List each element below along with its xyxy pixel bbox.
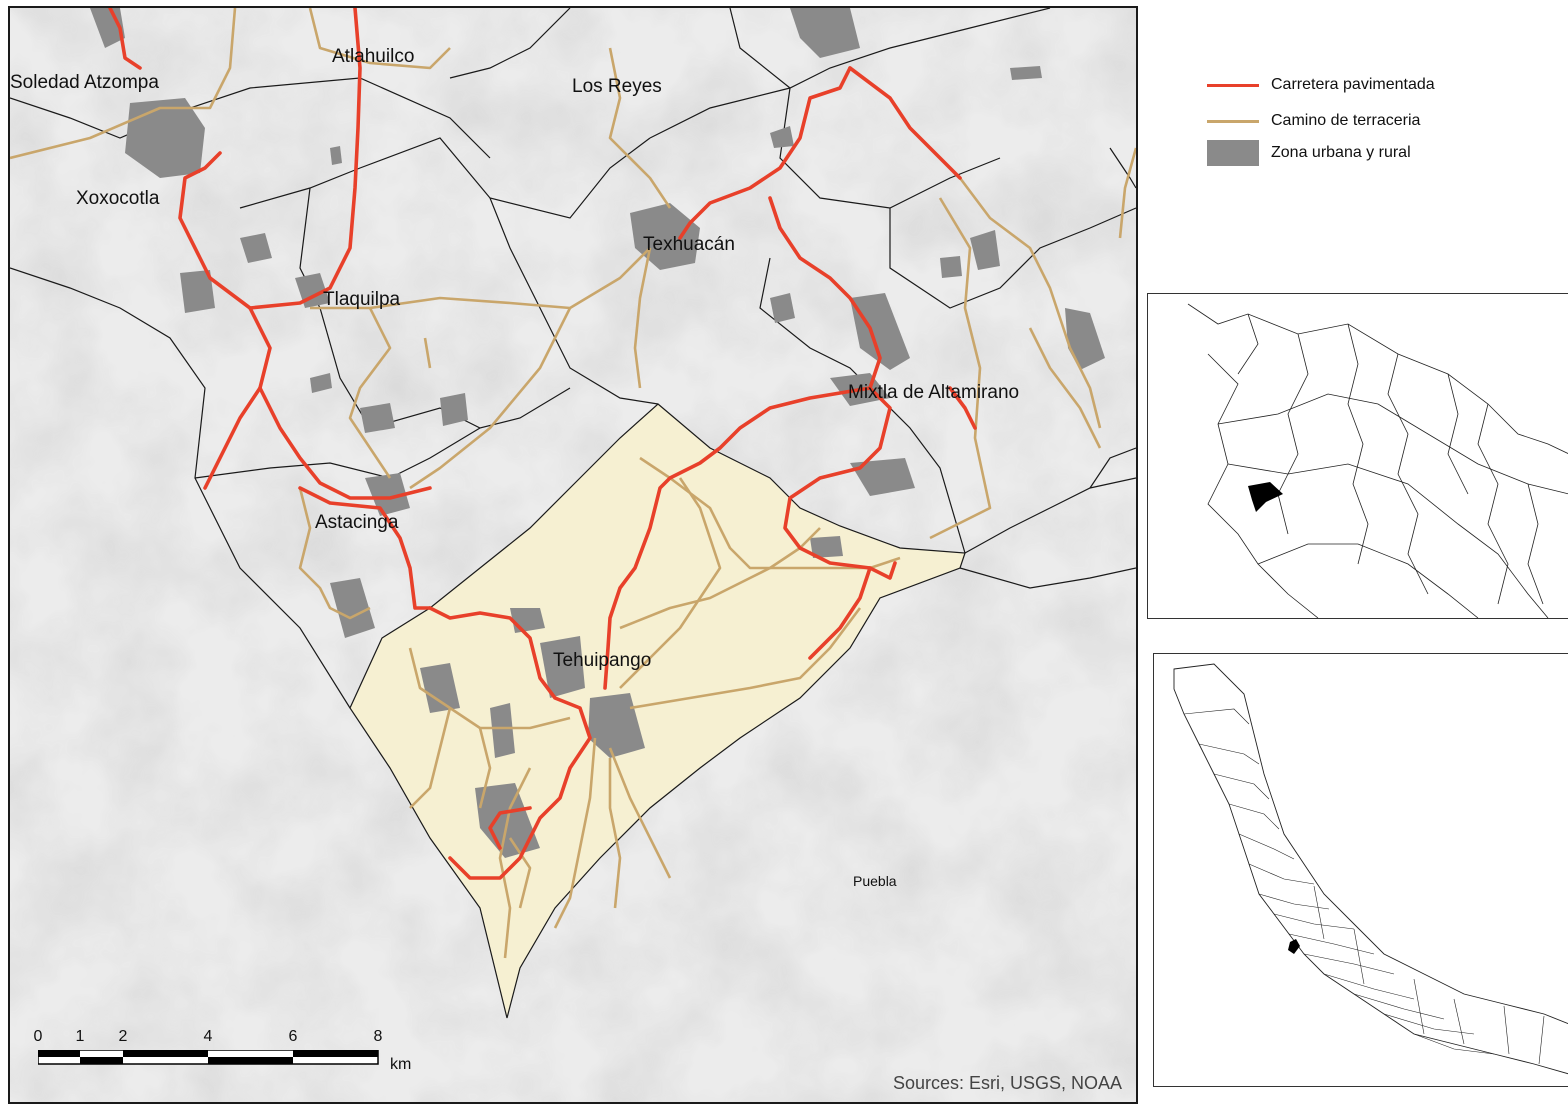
label-puebla: Puebla: [853, 873, 897, 889]
legend-item-dirt-road: Camino de terraceria: [1205, 108, 1420, 134]
label-soledad-atzompa: Soledad Atzompa: [10, 72, 159, 93]
scale-tick-6: 6: [288, 1028, 298, 1045]
regional-outline: [1187, 303, 1568, 618]
main-map[interactable]: Soledad Atzompa Atlahuilco Los Reyes Xox…: [8, 6, 1138, 1104]
scale-tick-4: 4: [203, 1028, 213, 1045]
scale-tick-1: 1: [75, 1028, 85, 1045]
inset-highlight-tehuipango: [1288, 939, 1300, 954]
label-atlahuilco: Atlahuilco: [332, 46, 414, 67]
label-texhuacan: Texhuacán: [643, 234, 735, 255]
scale-tick-2: 2: [118, 1028, 128, 1045]
inset-map-state[interactable]: [1153, 653, 1568, 1087]
legend-label: Zona urbana y rural: [1271, 144, 1411, 161]
legend-item-paved-road: Carretera pavimentada: [1205, 72, 1435, 98]
urban-rural-zones: [90, 8, 1105, 858]
map-canvas: Soledad Atzompa Atlahuilco Los Reyes Xox…: [10, 8, 1136, 1102]
label-los-reyes: Los Reyes: [572, 76, 662, 97]
scale-unit: km: [390, 1056, 412, 1073]
label-astacinga: Astacinga: [315, 512, 399, 533]
label-mixtla-de-altamirano: Mixtla de Altamirano: [848, 382, 1019, 403]
scale-tick-0: 0: [33, 1028, 43, 1045]
label-tehuipango: Tehuipango: [553, 650, 651, 671]
legend-label: Carretera pavimentada: [1271, 76, 1435, 93]
label-xoxocotla: Xoxocotla: [76, 188, 160, 209]
paved-road-symbol: [1205, 72, 1259, 98]
inset-map-regional[interactable]: [1147, 293, 1568, 619]
legend: Carretera pavimentada Camino de terracer…: [1205, 70, 1545, 200]
legend-item-urban-zone: Zona urbana y rural: [1205, 140, 1411, 166]
legend-label: Camino de terraceria: [1271, 112, 1421, 129]
dirt-road-symbol: [1205, 108, 1259, 134]
scale-tick-8: 8: [373, 1028, 383, 1045]
state-outline: [1173, 663, 1568, 1075]
urban-zone-symbol: [1205, 140, 1259, 166]
tehuipango-municipality-area: [349, 403, 966, 1019]
scale-bar: 0 1 2 4 6 8 km: [34, 1028, 428, 1078]
scale-bar-graphic: [38, 1050, 379, 1065]
label-tlaquilpa: Tlaquilpa: [323, 289, 401, 310]
paved-roads: [108, 8, 977, 880]
sources-credit: Sources: Esri, USGS, NOAA: [892, 1073, 1122, 1093]
inset-highlight-tehuipango: [1248, 482, 1283, 512]
